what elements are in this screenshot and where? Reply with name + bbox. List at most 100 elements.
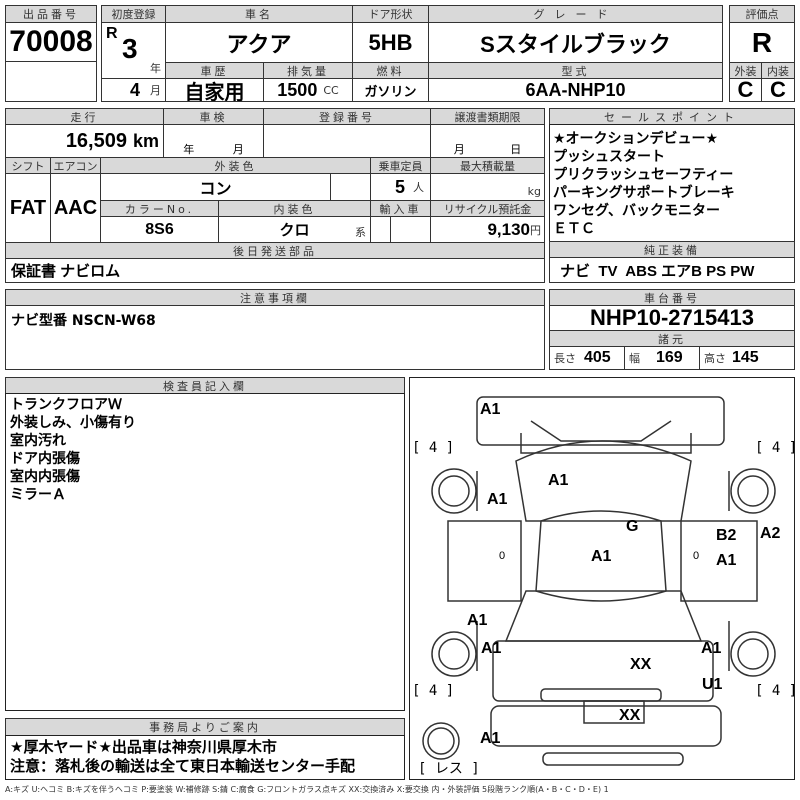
door-label: ドア形状 <box>352 5 429 23</box>
yen-unit: 円 <box>530 223 541 237</box>
history: 自家用 <box>165 78 264 102</box>
car-name: アクア <box>165 22 353 63</box>
score: R <box>729 22 795 63</box>
later-parts: 保証書 ナビロム <box>5 258 545 283</box>
int-color-label: 内装色 <box>218 200 371 217</box>
zero-mark: 0 <box>499 550 506 562</box>
fuel-label: 燃料 <box>352 62 429 79</box>
max-load: kg <box>430 173 545 201</box>
inspector-note: 室内内張傷 <box>10 469 80 485</box>
reg-no <box>263 124 431 158</box>
color-no-label: カラーNo. <box>100 200 219 217</box>
legend: A:キズ U:ヘコミ B:キズを伴うヘコミ P:要塗装 W:補修跡 S:錆 C:… <box>5 785 609 794</box>
spec-width: 幅 169 <box>624 346 700 370</box>
damage-mark: A1 <box>467 612 488 629</box>
mileage-value: 16,509 <box>65 129 127 152</box>
kg-unit: kg <box>527 185 541 198</box>
displacement-label: 排気量 <box>263 62 353 79</box>
damage-mark: G <box>626 518 639 535</box>
width-label: 幅 <box>629 352 640 365</box>
damage-mark: A1 <box>480 401 501 418</box>
grade: Sスタイルブラック <box>428 22 723 63</box>
sales-points-label: セールスポイント <box>549 108 795 125</box>
damage-mark: B2 <box>716 527 737 544</box>
tire-depth: [ 4 ] <box>412 683 455 699</box>
inspector-notes: トランクフロアＷ 外装しみ、小傷有り 室内汚れ ドア内張傷 室内内張傷 ミラーＡ <box>5 393 405 711</box>
int-color-unit: 系 <box>355 226 366 239</box>
office-line: 注意：落札後の輸送は全て東日本輸送センター手配 <box>10 757 356 775</box>
equipment: ナビ TV ABS エアB PS PW <box>549 257 795 283</box>
transfer: 月日 <box>430 124 545 158</box>
ac: AAC <box>50 173 101 243</box>
ext-label: 外装 <box>729 62 762 79</box>
door-type: 5HB <box>352 22 429 63</box>
inspector-note: 室内汚れ <box>10 433 66 449</box>
spare-tire: [ レス ] <box>418 761 480 777</box>
ext-score: C <box>729 78 762 102</box>
max-load-label: 最大積載量 <box>430 157 545 174</box>
shift: FAT <box>5 173 51 243</box>
ac-label: エアコン <box>50 157 101 174</box>
tire-depth: [ 4 ] <box>755 683 798 699</box>
ext-color-extra <box>330 173 371 201</box>
first-reg-year: R 3 年 <box>101 22 166 79</box>
height-label: 高さ <box>704 352 726 365</box>
year: 3 <box>122 33 138 64</box>
tire-depth: [ 4 ] <box>755 440 798 456</box>
color-no: 8S6 <box>100 216 219 243</box>
km-unit: km <box>132 130 159 151</box>
chassis-label: 車台番号 <box>549 289 795 306</box>
recycle-label: リサイクル預託金 <box>430 200 545 217</box>
inspector-note: トランクフロアＷ <box>10 397 122 413</box>
cc-unit: CC <box>323 83 339 97</box>
car-outline <box>422 396 776 766</box>
day-unit: 日 <box>510 143 522 156</box>
history-label: 車歴 <box>165 62 264 79</box>
damage-mark: A1 <box>591 548 612 565</box>
damage-mark: U1 <box>702 676 723 693</box>
score-label: 評価点 <box>729 5 795 23</box>
sales-point: パーキングサポートブレーキ <box>553 185 735 201</box>
int-color: クロ系 <box>218 216 371 243</box>
model-label: 型式 <box>428 62 723 79</box>
length-label: 長さ <box>554 352 576 365</box>
office-label: 事務局よりご案内 <box>5 718 405 736</box>
inspection-label: 車検 <box>163 108 264 125</box>
lot-label: 出品番号 <box>5 5 97 23</box>
spec-length: 長さ 405 <box>549 346 625 370</box>
ext-color-label: 外装色 <box>100 157 371 174</box>
sales-point: ワンセグ、バックモニター <box>553 203 721 219</box>
notes: ナビ型番 NSCN-W68 <box>5 305 545 370</box>
inspection: 年月 <box>163 124 264 158</box>
car-diagram <box>409 377 795 780</box>
damage-mark: XX <box>619 707 641 724</box>
sales-point: プリクラッシュセーフティー <box>553 167 734 183</box>
damage-mark: A2 <box>760 525 781 542</box>
recycle-value: 9,130 <box>487 219 530 239</box>
inspector-note: 外装しみ、小傷有り <box>10 415 136 431</box>
width: 169 <box>656 349 683 366</box>
zero-mark: 0 <box>693 550 700 562</box>
month-unit: 月 <box>232 143 244 156</box>
shift-label: シフト <box>5 157 51 174</box>
sales-points-list: ★オークションデビュー★ プッシュスタート プリクラッシュセーフティー パーキン… <box>549 124 795 242</box>
inspector-label: 検査員記入欄 <box>5 377 405 394</box>
damage-mark: A1 <box>481 640 502 657</box>
capacity-label: 乗車定員 <box>370 157 431 174</box>
month: 4 <box>129 79 140 100</box>
era: R <box>106 25 118 42</box>
transfer-label: 譲渡書類期限 <box>430 108 545 125</box>
length: 405 <box>584 349 611 366</box>
damage-mark: A1 <box>701 640 722 657</box>
equipment-label: 純正装備 <box>549 241 795 258</box>
reg-no-label: 登録番号 <box>263 108 431 125</box>
office-notice: ★厚木ヤード★出品車は神奈川県厚木市 注意：落札後の輸送は全て東日本輸送センター… <box>5 735 405 780</box>
later-parts-label: 後日発送部品 <box>5 242 545 259</box>
inspector-note: ミラーＡ <box>10 487 66 503</box>
ext-color: コン <box>100 173 331 201</box>
